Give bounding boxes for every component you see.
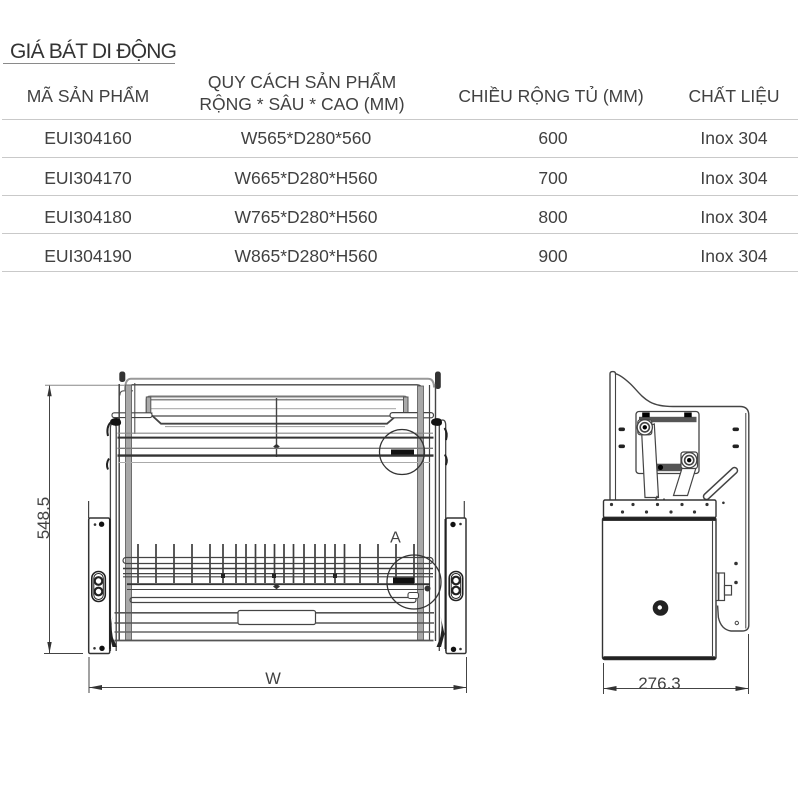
svg-text:548.5: 548.5 (34, 497, 53, 540)
svg-text:W: W (265, 670, 281, 688)
svg-text:276.3: 276.3 (638, 674, 681, 693)
svg-text:A: A (390, 530, 401, 547)
